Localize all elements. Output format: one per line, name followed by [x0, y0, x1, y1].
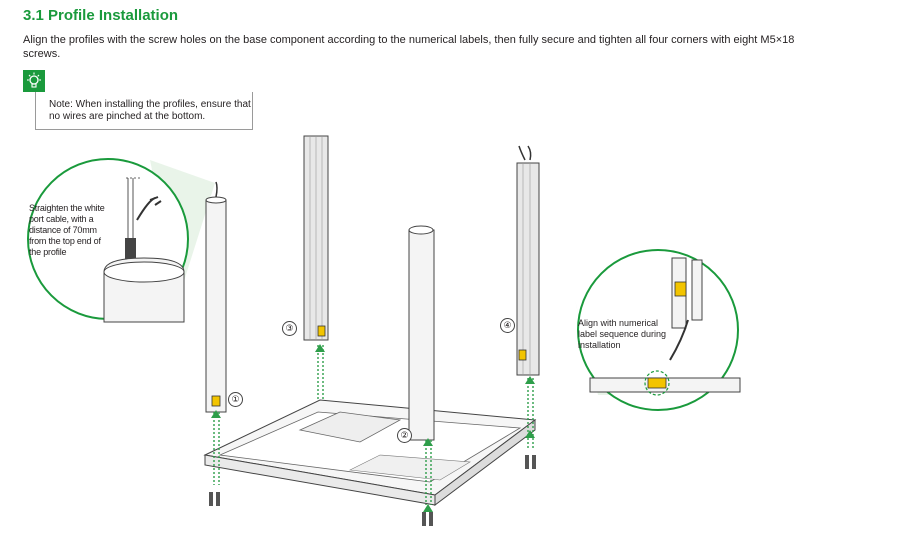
- guide-arrows: [213, 345, 534, 505]
- step-marker-3: ③: [282, 321, 297, 336]
- cable-callout: Straighten the white port cable, with a …: [29, 203, 105, 257]
- profile-4: [516, 145, 540, 376]
- step-marker-2: ②: [397, 428, 412, 443]
- step-marker-4: ④: [500, 318, 515, 333]
- section-heading: 3.1 Profile Installation: [23, 7, 179, 24]
- intro-paragraph: Align the profiles with the screw holes …: [23, 34, 795, 60]
- screws: [209, 455, 536, 526]
- profile-2: [408, 225, 435, 441]
- label-callout: Align with numerical label sequence duri…: [578, 318, 667, 350]
- right-detail-circle: [575, 249, 741, 411]
- note-text: Note: When installing the profiles, ensu…: [49, 99, 251, 122]
- tip-badge: [23, 70, 45, 92]
- note-box: [35, 92, 253, 130]
- step-marker-1: ①: [228, 392, 243, 407]
- profile-1: [205, 181, 227, 413]
- profile-3: [303, 135, 329, 341]
- base-frame: [203, 399, 537, 506]
- left-detail-circle: [27, 158, 215, 323]
- arrow-heads: [211, 344, 535, 512]
- lightbulb-icon: [27, 72, 41, 88]
